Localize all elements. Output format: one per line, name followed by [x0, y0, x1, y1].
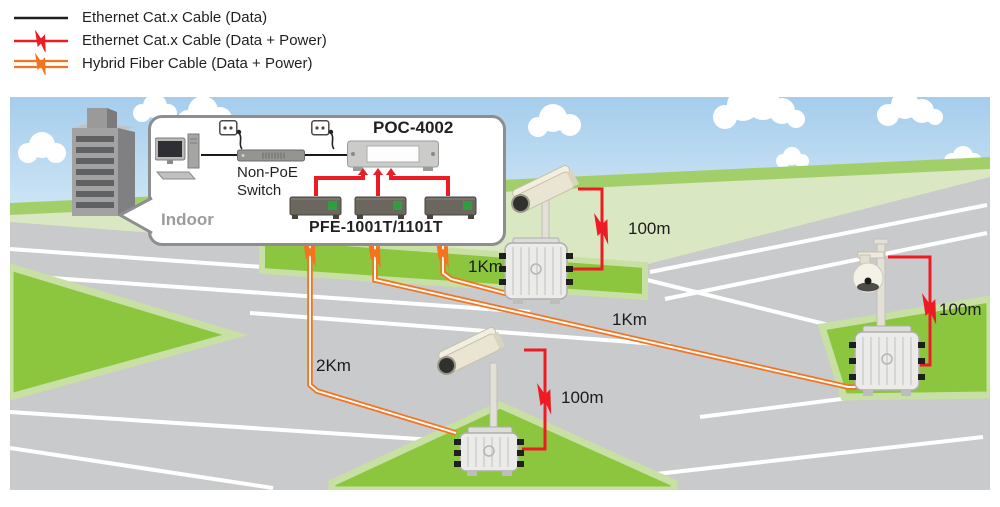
pfe-converter-device: [424, 196, 477, 219]
cloud-icon: [18, 132, 66, 163]
legend-label: Hybrid Fiber Cable (Data + Power): [82, 55, 313, 72]
distance-label-cam-top: 100m: [628, 219, 671, 238]
non-poe-switch-device: [237, 149, 305, 162]
cloud-icon: [528, 104, 581, 137]
distance-label-fiber-short: 1Km: [468, 257, 503, 276]
hybrid-fiber-cable-icon: [14, 52, 68, 75]
distance-label-cam-bottom: 100m: [561, 388, 604, 407]
ethernet-data-power-cable-icon: [14, 29, 68, 52]
indoor-label: Indoor: [161, 210, 214, 229]
pc-workstation-icon: [155, 133, 200, 180]
data-cable-pc-switch: [201, 154, 239, 156]
distance-label-ptz: 100m: [939, 300, 982, 319]
ethernet-data-cable-icon: [14, 16, 68, 19]
pfe-model-label: PFE-1001T/1101T: [309, 219, 443, 236]
legend-label: Ethernet Cat.x Cable (Data): [82, 9, 268, 26]
power-outlet-icon: [311, 120, 335, 150]
grass-island-left: [10, 263, 248, 401]
grass-islands: [10, 233, 990, 490]
distance-label-fiber-2km: 2Km: [316, 356, 351, 375]
pfe-converter-device: [289, 196, 342, 219]
outdoor-receiver-boxes: [454, 237, 925, 476]
data-cable-switch-poc: [305, 154, 349, 156]
callout-pointer: [118, 196, 153, 235]
cloud-icon: [776, 147, 809, 168]
pole-ptz-cap: [873, 238, 889, 245]
fiber-cable-2km: [307, 240, 457, 436]
cloud-icon: [877, 97, 943, 126]
legend-item-ethernet-data-power: Ethernet Cat.x Cable (Data + Power): [12, 29, 327, 52]
receiver-box-cam-top: [499, 237, 573, 304]
receiver-box-ptz: [849, 325, 925, 396]
fiber-cable-1km-short: [440, 240, 509, 297]
receiver-box-cam-bottom: [454, 426, 524, 476]
power-outlet-icon: [219, 120, 243, 150]
bullet-camera-top-icon: [511, 164, 579, 213]
ptz-dome-camera-icon: [852, 251, 885, 294]
bullet-camera-bottom-icon: [437, 326, 505, 375]
cloud-icon: [713, 97, 805, 129]
switch-label: Non-PoE Switch: [237, 164, 298, 199]
poc-4002-device: [347, 140, 439, 171]
poc-model-label: POC-4002: [373, 118, 454, 137]
distance-label-fiber-long: 1Km: [612, 310, 647, 329]
legend-item-ethernet-data: Ethernet Cat.x Cable (Data): [12, 6, 327, 29]
pole-cam-bottom: [489, 362, 498, 436]
legend-item-hybrid-fiber: Hybrid Fiber Cable (Data + Power): [12, 52, 327, 75]
pfe-converter-device: [354, 196, 407, 219]
office-building: [72, 108, 135, 216]
legend: Ethernet Cat.x Cable (Data) Ethernet Cat…: [12, 6, 327, 75]
poe-uplink-arrows: [314, 168, 450, 196]
legend-label: Ethernet Cat.x Cable (Data + Power): [82, 32, 327, 49]
indoor-callout: Non-PoE Switch POC-4002: [148, 115, 506, 246]
